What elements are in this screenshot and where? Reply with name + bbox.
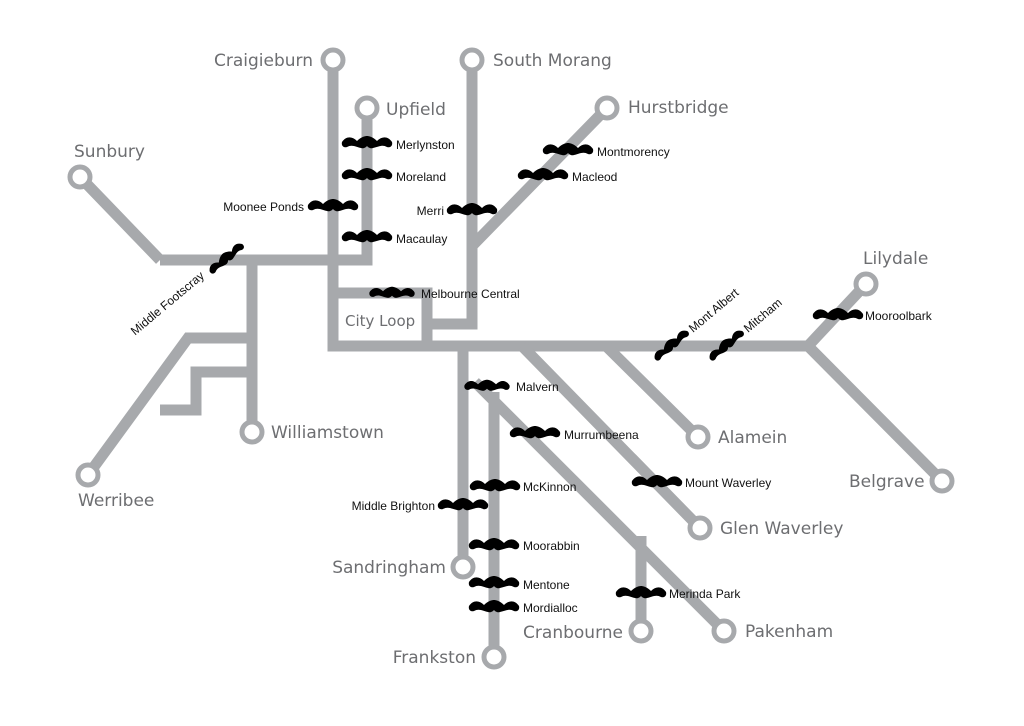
terminus-label-werribee: Werribee: [78, 491, 154, 511]
city-loop-label: City Loop: [345, 312, 415, 330]
terminus-label-sandringham: Sandringham: [332, 558, 446, 578]
station-label-middle-brighton: Middle Brighton: [352, 499, 435, 513]
station-label-mordialloc: Mordialloc: [523, 601, 578, 615]
terminus-hurstbridge-marker[interactable]: [594, 95, 620, 121]
track-werribee-link: [160, 366, 252, 416]
terminus-label-williamstown: Williamstown: [271, 423, 384, 443]
terminus-label-glen-waverley: Glen Waverley: [720, 519, 843, 539]
terminus-label-frankston: Frankston: [393, 648, 476, 668]
station-label-moonee-ponds: Moonee Ponds: [223, 200, 304, 214]
terminus-belgrave-marker[interactable]: [929, 468, 955, 494]
station-label-mount-waverley: Mount Waverley: [685, 476, 771, 490]
track-pakenham: [471, 378, 728, 635]
track-belgrave: [804, 342, 946, 485]
terminus-frankston-marker[interactable]: [481, 644, 507, 670]
terminus-werribee-marker[interactable]: [75, 462, 101, 488]
station-label-mont-albert: Mont Albert: [686, 285, 742, 335]
terminus-sunbury-marker[interactable]: [67, 164, 93, 190]
terminus-label-cranbourne: Cranbourne: [523, 623, 623, 643]
station-label-malvern: Malvern: [516, 380, 559, 394]
terminus-label-pakenham: Pakenham: [745, 622, 833, 642]
terminus-upfield-marker[interactable]: [354, 95, 380, 121]
terminus-cranbourne-marker[interactable]: [628, 618, 654, 644]
track-glen-waverley: [518, 342, 704, 532]
track-south-morang: [427, 60, 478, 330]
terminus-label-alamein: Alamein: [718, 428, 787, 448]
terminus-label-sunbury: Sunbury: [74, 142, 145, 162]
station-label-middle-footscray: Middle Footscray: [128, 269, 207, 338]
terminus-craigieburn-marker[interactable]: [320, 47, 346, 73]
terminus-south-morang-marker[interactable]: [459, 47, 485, 73]
station-label-merri: Merri: [417, 204, 444, 218]
track-werribee: [83, 332, 252, 479]
station-label-mckinnon: McKinnon: [523, 480, 576, 494]
terminus-pakenham-marker[interactable]: [711, 618, 737, 644]
terminus-label-upfield: Upfield: [386, 100, 446, 120]
terminus-williamstown-marker[interactable]: [239, 419, 265, 445]
terminus-label-belgrave: Belgrave: [849, 472, 925, 492]
station-label-moorabbin: Moorabbin: [523, 539, 580, 553]
terminus-label-craigieburn: Craigieburn: [214, 51, 313, 71]
terminus-label-south-morang: South Morang: [493, 51, 612, 71]
station-label-melbourne-central: Melbourne Central: [421, 287, 520, 301]
station-label-macleod: Macleod: [572, 170, 617, 184]
station-label-merlynston: Merlynston: [396, 138, 455, 152]
station-label-merinda-park: Merinda Park: [669, 587, 741, 601]
station-label-murrumbeena: Murrumbeena: [564, 428, 639, 442]
termini: [67, 47, 955, 670]
station-label-mentone: Mentone: [523, 578, 570, 592]
terminus-sandringham-marker[interactable]: [450, 554, 476, 580]
station-label-montmorency: Montmorency: [597, 145, 670, 159]
station-label-moreland: Moreland: [396, 170, 446, 184]
station-label-mooroolbark: Mooroolbark: [865, 309, 933, 323]
station-label-mitcham: Mitcham: [741, 295, 785, 335]
track-sunbury: [76, 173, 164, 264]
terminus-labels: Craigieburn Upfield South Morang Hurstbr…: [74, 51, 928, 668]
terminus-label-hurstbridge: Hurstbridge: [628, 98, 729, 118]
track-alamein: [602, 342, 702, 441]
terminus-label-lilydale: Lilydale: [863, 249, 928, 269]
terminus-glen-waverley-marker[interactable]: [687, 515, 713, 541]
track-lines: [76, 60, 946, 657]
terminus-lilydale-marker[interactable]: [853, 271, 879, 297]
terminus-alamein-marker[interactable]: [685, 424, 711, 450]
station-label-macaulay: Macaulay: [396, 232, 447, 246]
